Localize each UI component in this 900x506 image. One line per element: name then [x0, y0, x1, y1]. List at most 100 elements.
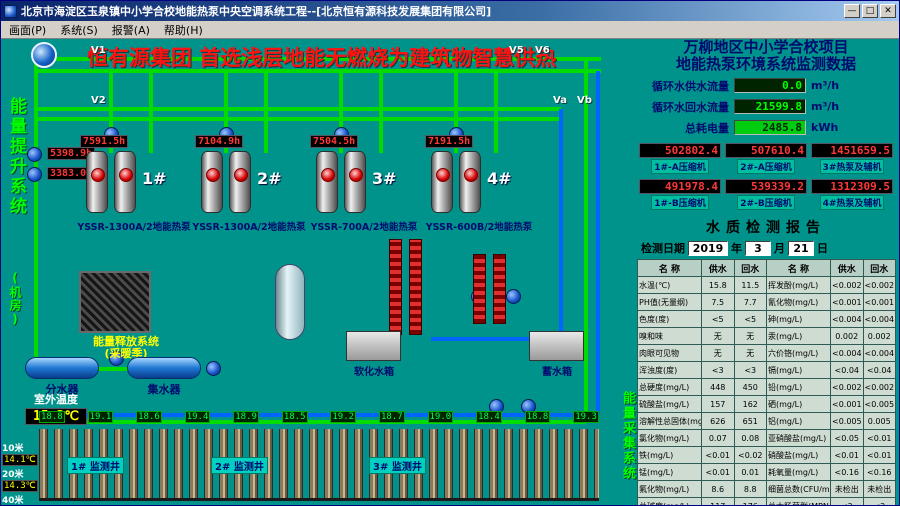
well-temp-led: 19.1	[87, 411, 114, 423]
unit-hours-led: 7191.5h	[425, 135, 474, 148]
minimize-button[interactable]: —	[844, 4, 860, 18]
depth-temperature-list: 10米 14.1℃ 20米 14.3℃ 40米 14.4℃ 60米 14.5℃ …	[2, 441, 38, 505]
return-value: 0.002	[862, 327, 896, 345]
date-day-field[interactable]: 21	[788, 240, 814, 256]
counter-led: 1312309.5	[811, 179, 893, 194]
heat-exchanger-bar-icon	[409, 239, 422, 335]
supply-value: 未检出	[830, 480, 864, 498]
well-temp-led: 18.6	[136, 411, 162, 423]
valve-label-v1[interactable]: V1	[91, 45, 106, 56]
water-collector-tank[interactable]	[127, 357, 201, 379]
return-value: 0.08	[733, 429, 767, 447]
param-name: 砷(mg/L)	[766, 310, 831, 328]
runtime-led: 3383.0h	[47, 167, 96, 180]
pressure-vessel[interactable]	[275, 264, 305, 340]
pump-icon[interactable]	[206, 361, 221, 376]
date-month-field[interactable]: 3	[745, 240, 771, 256]
supply-value: <3	[701, 361, 735, 379]
heat-pump-unit-1[interactable]: 7591.5h 1# YSSR-1300A/2地能热泵	[77, 135, 191, 233]
metric-value-led: 21599.8	[734, 99, 806, 114]
menu-item[interactable]: 画面(P)	[9, 23, 47, 37]
counter-label: 1#-A压缩机	[651, 159, 709, 174]
valve-label-v6[interactable]: V6	[535, 45, 550, 56]
energy-counters-row1: 502802.4 1#-A压缩机 507610.4 2#-A压缩机 145165…	[637, 143, 895, 174]
plate-heat-exchanger[interactable]	[389, 239, 422, 335]
counter-cell: 507610.4 2#-A压缩机	[723, 143, 809, 174]
project-title: 万柳地区中小学合校项目 地能热泵环境系统监测数据	[637, 39, 895, 73]
col-header: 供水	[830, 259, 864, 277]
col-header: 回水	[733, 259, 767, 277]
valve-label-va[interactable]: Va	[553, 95, 567, 106]
param-name: 镉(mg/L)	[766, 361, 831, 379]
supply-value: 15.8	[701, 276, 735, 294]
table-header-row: 名 称 供水 回水 名 称 供水 回水	[637, 259, 896, 277]
well-label-1[interactable]: 1# 监测井	[67, 457, 124, 474]
pump-icon[interactable]	[506, 289, 521, 304]
plate-heat-exchanger[interactable]	[473, 254, 506, 324]
menu-item[interactable]: 帮助(H)	[163, 23, 203, 37]
return-value: 未检出	[862, 480, 896, 498]
metric-unit: m³/h	[811, 100, 840, 113]
water-divider-tank[interactable]	[25, 357, 99, 379]
supply-value: <0.01	[701, 463, 735, 481]
unit-model-label: YSSR-1300A/2地能热泵	[77, 222, 191, 233]
heat-pump-unit-3[interactable]: 7504.5h 3# YSSR-700A/2地能热泵	[310, 135, 417, 233]
heat-exchanger-bar-icon	[389, 239, 402, 335]
maximize-button[interactable]: □	[862, 4, 878, 18]
table-row: 铁(mg/L) <0.01 <0.02 硝酸盐(mg/L) <0.01 <0.0…	[637, 446, 896, 464]
well-temp-led: 19.2	[330, 411, 357, 423]
pump-icon[interactable]	[27, 167, 42, 182]
param-name: PH值(无量纲)	[637, 293, 702, 311]
supply-value: <0.05	[830, 429, 864, 447]
counter-cell: 502802.4 1#-A压缩机	[637, 143, 723, 174]
valve-label-v2[interactable]: V2	[91, 95, 106, 106]
depth-label: 40米	[2, 496, 24, 505]
storage-water-tank[interactable]	[529, 331, 584, 361]
table-row: 嗅和味 无 无 汞(mg/L) 0.002 0.002	[637, 327, 896, 345]
close-button[interactable]: ✕	[880, 4, 896, 18]
heat-pump-unit-2[interactable]: 7104.9h 2# YSSR-1300A/2地能热泵	[192, 135, 306, 233]
unit-model-label: YSSR-1300A/2地能热泵	[192, 222, 306, 233]
menu-bar: 画面(P) 系统(S) 报警(A) 帮助(H)	[1, 21, 899, 39]
counter-label: 1#-B压缩机	[651, 195, 709, 210]
compressor-cylinder-icon	[114, 151, 136, 213]
valve-label-vb[interactable]: Vb	[577, 95, 592, 106]
well-label-3[interactable]: 3# 监测井	[369, 457, 426, 474]
return-value: 无	[733, 344, 767, 362]
menu-item[interactable]: 系统(S)	[60, 23, 98, 37]
compressor-cylinder-icon	[201, 151, 223, 213]
param-name: 铝(mg/L)	[766, 412, 831, 430]
param-name: 氟化物(mg/L)	[637, 480, 702, 498]
well-temp-led: 19.4	[184, 411, 211, 423]
softened-water-tank[interactable]	[346, 331, 401, 361]
return-value: 无	[733, 327, 767, 345]
well-temp-led: 18.8	[39, 411, 65, 423]
menu-item[interactable]: 报警(A)	[111, 23, 150, 37]
energy-counters-row2: 491978.4 1#-B压缩机 539339.2 2#-B压缩机 131230…	[637, 179, 895, 210]
supply-value: 448	[701, 378, 735, 396]
return-value: 162	[733, 395, 767, 413]
counter-label: 2#-B压缩机	[737, 195, 795, 210]
pump-icon[interactable]	[27, 147, 42, 162]
energy-release-unit[interactable]	[79, 271, 151, 333]
valve-label-v5[interactable]: V5	[509, 45, 524, 56]
return-value: 11.5	[733, 276, 767, 294]
date-year-field[interactable]: 2019	[688, 240, 728, 256]
param-name: 铅(mg/L)	[766, 378, 831, 396]
pump-icon[interactable]	[109, 351, 124, 366]
param-name: 耗氧量(mg/L)	[766, 463, 831, 481]
well-label-2[interactable]: 2# 监测井	[211, 457, 268, 474]
param-name: 嗅和味	[637, 327, 702, 345]
return-value: 651	[733, 412, 767, 430]
unit-number: 4#	[487, 169, 512, 188]
heat-pump-unit-4[interactable]: 7191.5h 4# YSSR-600B/2地能热泵	[425, 135, 532, 233]
water-divider-label: 分水器	[45, 383, 79, 396]
metric-row: 循环水供水流量 0.0 m³/h	[637, 75, 895, 96]
company-logo-icon	[31, 42, 57, 68]
param-name: 溶解性总固体(mg/L)	[637, 412, 702, 430]
compressor-cylinder-icon	[344, 151, 366, 213]
counter-cell: 539339.2 2#-B压缩机	[723, 179, 809, 210]
table-row: 浑浊度(度) <3 <3 镉(mg/L) <0.04 <0.04	[637, 361, 896, 379]
